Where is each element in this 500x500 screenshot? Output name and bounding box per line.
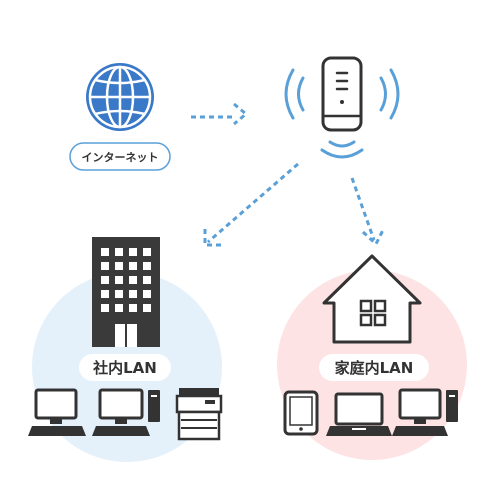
multifunction-printer-icon (175, 388, 223, 441)
desktop-computer-icon (28, 388, 86, 436)
house-icon (322, 254, 422, 344)
office-lan-label-pill: 社内LAN (79, 354, 171, 381)
globe-icon (86, 63, 154, 131)
internet-label-pill: インターネット (69, 142, 171, 171)
tablet-icon (283, 390, 319, 436)
desktop-computer-icon (392, 388, 458, 436)
laptop-icon (326, 392, 392, 436)
home-lan-label: 家庭内LAN (335, 359, 414, 377)
wifi-router-icon (321, 56, 363, 132)
desktop-computer-icon (92, 388, 160, 436)
internet-label: インターネット (82, 151, 159, 164)
arrow-router-to-home (350, 177, 386, 247)
arrow-router-to-office (203, 162, 299, 247)
office-building-icon (92, 237, 160, 347)
home-lan-label-pill: 家庭内LAN (319, 354, 429, 381)
wifi-signal-icon (284, 68, 400, 159)
house-window-icon (359, 299, 387, 327)
office-lan-label: 社内LAN (92, 359, 157, 377)
arrow-internet-to-router (191, 102, 249, 126)
